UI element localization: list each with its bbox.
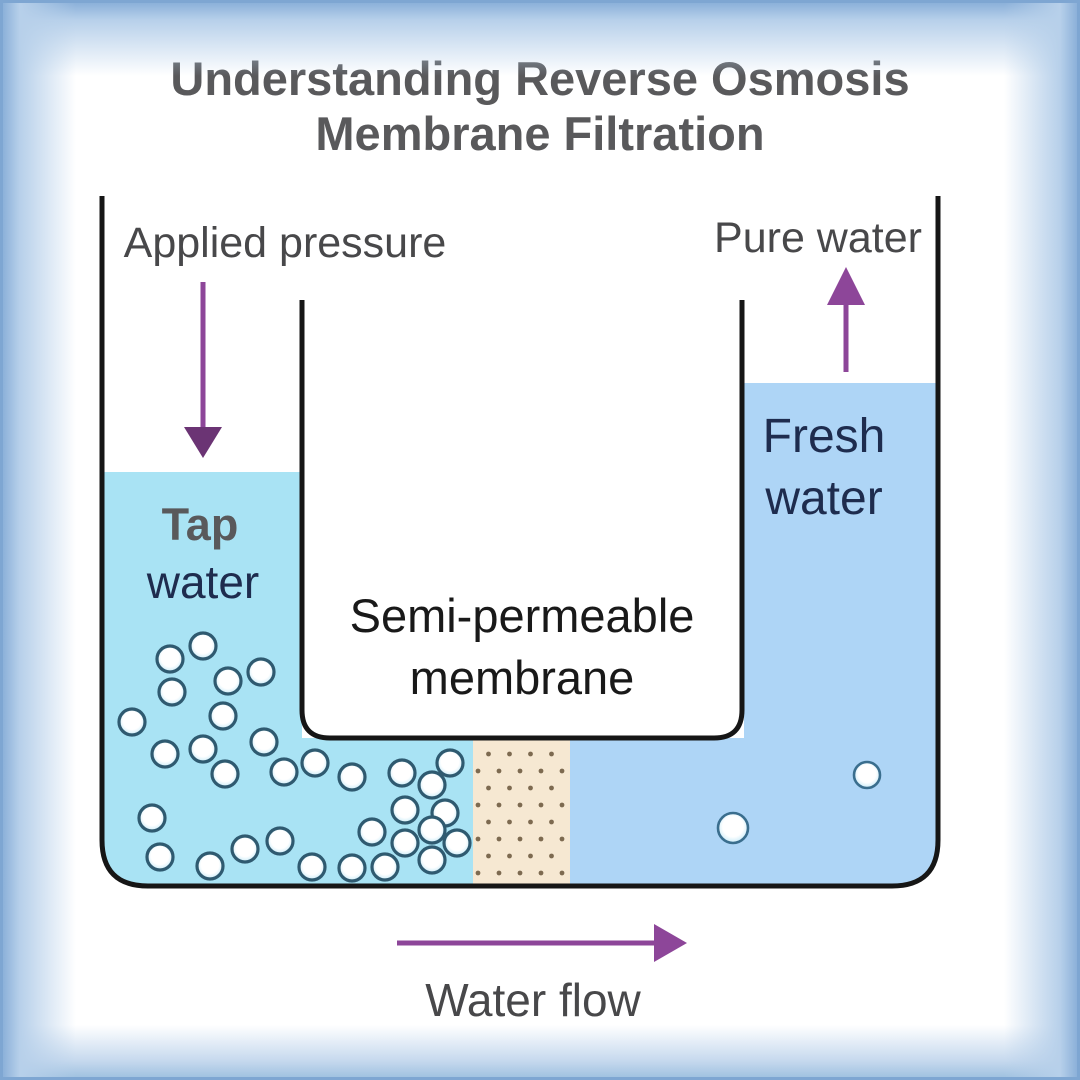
arrow-right-head [654, 924, 687, 962]
contaminant-particle [337, 853, 367, 883]
contaminant-particle [387, 758, 417, 788]
contaminant-particle [300, 748, 330, 778]
contaminant-particle [157, 677, 187, 707]
contaminant-particle [417, 815, 447, 845]
tap-water-label-line2: water [146, 556, 259, 608]
contaminant-particle [150, 739, 180, 769]
fresh-water-label-line1: Fresh [763, 410, 886, 463]
container-outline [99, 196, 941, 889]
fresh-water-particles [716, 760, 882, 845]
fresh-water-fill [570, 383, 936, 884]
membrane-block [473, 738, 570, 884]
contaminant-particle [390, 828, 420, 858]
membrane-label-line1: Semi-permeable [350, 589, 695, 642]
pure-water-label: Pure water [714, 214, 922, 262]
contaminant-particle [246, 657, 276, 687]
contaminant-particle [230, 834, 260, 864]
water-flow-arrow [397, 924, 687, 962]
contaminant-particle [297, 852, 327, 882]
arrow-down-head [184, 427, 222, 458]
page-title: Understanding Reverse Osmosis Membrane F… [170, 52, 910, 160]
applied-pressure-label: Applied pressure [124, 219, 447, 267]
contaminant-particle [390, 795, 420, 825]
contaminant-particle [370, 852, 400, 882]
middle-chamber [299, 300, 745, 741]
contaminant-particle [213, 666, 243, 696]
contaminant-particle [417, 770, 447, 800]
contaminant-particle [208, 701, 238, 731]
contaminant-particle [145, 842, 175, 872]
contaminant-particle [435, 748, 465, 778]
contaminant-particle [417, 845, 447, 875]
contaminant-particle [442, 828, 472, 858]
contaminant-particle [137, 803, 167, 833]
tap-water-label-line1: Tap [162, 499, 239, 550]
contaminant-particle [716, 811, 750, 845]
contaminant-particle [249, 727, 279, 757]
fresh-water-label-line2: water [764, 472, 882, 525]
contaminant-particle [337, 762, 367, 792]
tap-water-fill [104, 472, 473, 884]
contaminant-particle [155, 644, 185, 674]
contaminant-particle [269, 757, 299, 787]
contaminant-particle [210, 759, 240, 789]
tap-water-particles [117, 631, 472, 883]
contaminant-particle [195, 851, 225, 881]
contaminant-particle [188, 631, 218, 661]
arrow-up-head [827, 267, 865, 305]
contaminant-particle [188, 734, 218, 764]
water-flow-label: Water flow [425, 974, 641, 1026]
applied-pressure-arrow [184, 282, 222, 458]
contaminant-particle [265, 826, 295, 856]
membrane-label-line2: membrane [410, 651, 635, 704]
contaminant-particle [117, 707, 147, 737]
contaminant-particle [357, 817, 387, 847]
contaminant-particle [852, 760, 882, 790]
pure-water-arrow [827, 267, 865, 372]
